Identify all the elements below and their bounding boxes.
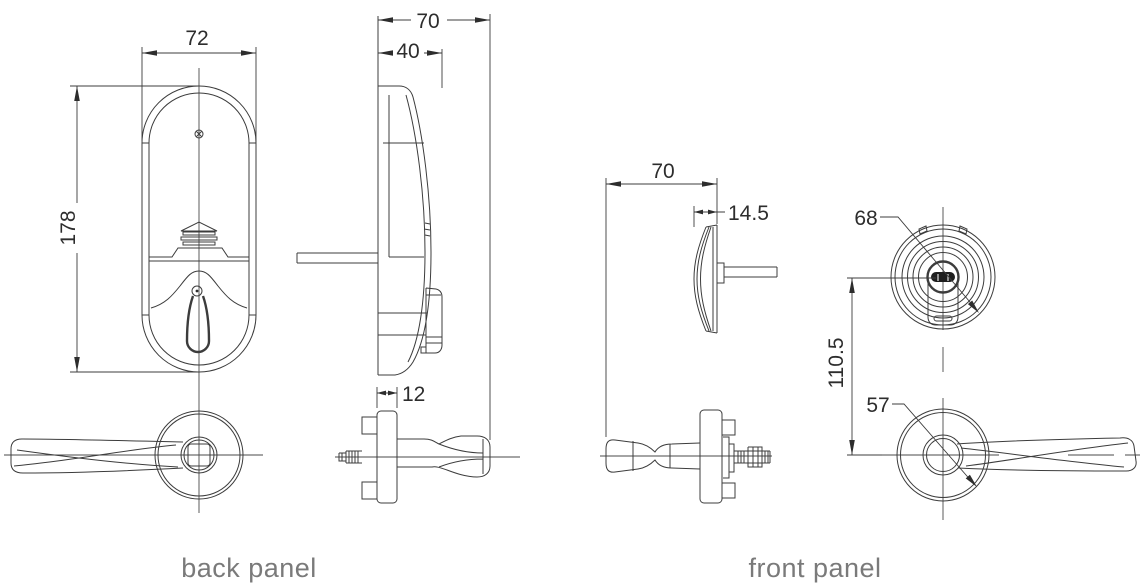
dim-back-rose-thickness-extension-lines <box>376 387 398 408</box>
dim-escutcheon-leader-line <box>880 216 976 309</box>
front-handle-neck-inner <box>926 438 960 472</box>
escutcheon-ring-2 <box>907 241 979 313</box>
back-handle-mounting-bosses <box>361 416 377 500</box>
back-handle-rose-plate-side <box>376 410 398 504</box>
dim-front-escutcheon-diameter-text: 68 <box>854 207 877 230</box>
back-panel-front-view <box>141 68 257 513</box>
dim-back-width-extension-lines <box>141 47 257 150</box>
keyway-icon <box>931 272 955 282</box>
front-lever-outline <box>956 437 1137 472</box>
cylinder-housing-slot <box>933 315 953 322</box>
dim-escutcheon-leader-arrow <box>967 300 979 313</box>
dim-back-width-text: 72 <box>185 27 208 50</box>
front-side-face-lines <box>705 224 718 334</box>
back-lever-outline <box>10 438 184 474</box>
battery-cover-latch <box>180 221 218 246</box>
back-rose-inner-circle <box>157 413 241 497</box>
dim-front-total-depth-text: 70 <box>651 160 674 183</box>
front-handle-rose-plate-side <box>699 409 723 504</box>
thumbturn-pivot-dot <box>195 289 199 293</box>
cylinder-housing <box>927 282 959 326</box>
dim-front-handle-center-distance-text: 110.5 <box>825 338 848 389</box>
dim-front-total-depth: 70 <box>605 160 718 437</box>
back-side-spindle-bar <box>296 252 378 264</box>
front-lever-twist-lines <box>960 442 1129 468</box>
back-handle-side-view <box>335 410 520 504</box>
front-handle-washer-discs <box>723 436 735 479</box>
dim-front-rose-diameter: 57 <box>866 394 977 487</box>
back-handle-neck-outer <box>180 436 218 474</box>
keyway-pin-ticks <box>937 274 949 281</box>
front-handle-lever-side-details <box>632 441 671 471</box>
key-cylinder-collar <box>926 260 960 294</box>
back-side-detail-lines <box>378 95 427 336</box>
front-side-spindle <box>717 262 778 284</box>
front-escutcheon-view <box>890 207 996 372</box>
front-handle-crosshair <box>882 398 1140 520</box>
dim-back-width: 72 <box>141 27 257 150</box>
dim-back-height-text: 178 <box>57 210 80 245</box>
back-rose-outer-circle <box>154 410 244 500</box>
dim-back-rose-thickness: 12 <box>376 383 425 408</box>
dim-rose-leader-arrow <box>965 474 977 487</box>
dim-front-escutcheon-diameter: 68 <box>854 207 979 313</box>
dim-front-panel-thickness: 14.5 <box>693 202 769 227</box>
battery-cover-profile <box>149 247 249 262</box>
front-panel-label: front panel <box>748 553 881 583</box>
front-handle-threaded-spindle <box>734 446 771 468</box>
back-panel-seam-ticks <box>142 142 256 316</box>
back-handle-lever-side <box>397 435 491 478</box>
dim-back-height: 178 <box>57 85 199 373</box>
front-handle-neck-outer <box>922 434 964 476</box>
dim-front-panel-thickness-arrows <box>694 209 717 215</box>
back-side-thumbturn-knob <box>420 287 443 354</box>
dim-back-body-depth-arrows <box>378 50 442 56</box>
back-handle-spindle-screw <box>338 450 362 464</box>
dim-back-rose-thickness-text: 12 <box>402 383 425 406</box>
dim-front-panel-thickness-text: 14.5 <box>728 202 769 225</box>
thumbturn-knob <box>185 295 211 354</box>
back-panel-label: back panel <box>181 553 317 583</box>
dim-back-rose-thickness-arrows <box>377 390 397 396</box>
dim-front-total-depth-extension-lines <box>605 178 718 437</box>
front-side-inner-curves <box>696 226 712 332</box>
escutcheon-outer-circle <box>890 224 996 330</box>
dim-back-body-depth: 40 <box>378 40 443 88</box>
dim-rose-leader-line <box>892 403 974 484</box>
front-panel-side-view <box>693 224 778 334</box>
back-side-body-profile <box>378 85 432 376</box>
front-handle-mounting-bosses <box>722 419 736 499</box>
front-handle-lever-side <box>605 439 701 473</box>
escutcheon-ring-3 <box>912 246 974 308</box>
back-handle-lever-side-details <box>438 439 484 474</box>
front-side-left-curve <box>693 226 707 332</box>
back-handle-front-view <box>4 410 263 500</box>
thumbturn-pivot <box>191 285 203 297</box>
back-handle-neck-inner <box>183 439 215 471</box>
back-panel-side-view <box>296 16 443 376</box>
escutcheon-tabs <box>918 225 968 235</box>
dim-front-handle-center-distance: 110.5 <box>825 277 936 456</box>
front-handle-front-view <box>882 398 1140 520</box>
front-rose-inner-circle <box>900 412 986 498</box>
escutcheon-ring-4 <box>918 252 968 302</box>
dim-back-body-depth-text: 40 <box>396 40 419 63</box>
back-spindle-square-hole <box>187 443 211 467</box>
front-rose-outer-circle <box>896 408 990 502</box>
dim-back-height-extension-lines <box>70 85 199 373</box>
thumbturn-dome <box>150 270 248 309</box>
screw-icon <box>194 129 204 139</box>
back-lever-twist-lines <box>13 444 179 468</box>
front-handle-side-view <box>600 409 772 504</box>
dim-front-rose-diameter-text: 57 <box>866 394 889 417</box>
dim-back-total-depth-text: 70 <box>416 10 439 33</box>
back-side-bezel-curve <box>405 94 426 363</box>
escutcheon-ring-1 <box>901 235 985 319</box>
back-side-screw-ticks <box>423 222 431 237</box>
dim-back-total-depth: 70 <box>378 10 491 440</box>
dim-center-distance-extension-lines <box>847 277 936 456</box>
